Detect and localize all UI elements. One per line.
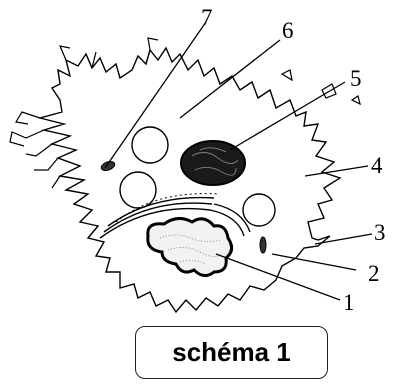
leader-line xyxy=(305,166,368,176)
label-6: 6 xyxy=(282,18,294,43)
label-2: 2 xyxy=(368,261,380,286)
leader-line xyxy=(315,234,372,244)
caption-box: schéma 1 xyxy=(135,326,328,379)
leader-line xyxy=(230,82,345,150)
nucleus-envelope xyxy=(148,218,232,275)
vacuole xyxy=(243,194,275,226)
caption: schéma 1 xyxy=(172,337,291,368)
label-5: 5 xyxy=(350,66,362,91)
leader-line xyxy=(180,40,280,118)
leader-line xyxy=(216,254,340,300)
label-7: 7 xyxy=(201,5,213,30)
vacuole xyxy=(120,172,156,208)
vacuole xyxy=(132,127,168,163)
right-fragment xyxy=(282,70,360,104)
label-4: 4 xyxy=(371,153,383,178)
granule xyxy=(100,160,116,172)
small-organelle xyxy=(260,237,266,253)
label-1: 1 xyxy=(343,290,355,315)
leader-line xyxy=(272,254,356,270)
label-3: 3 xyxy=(374,220,386,245)
